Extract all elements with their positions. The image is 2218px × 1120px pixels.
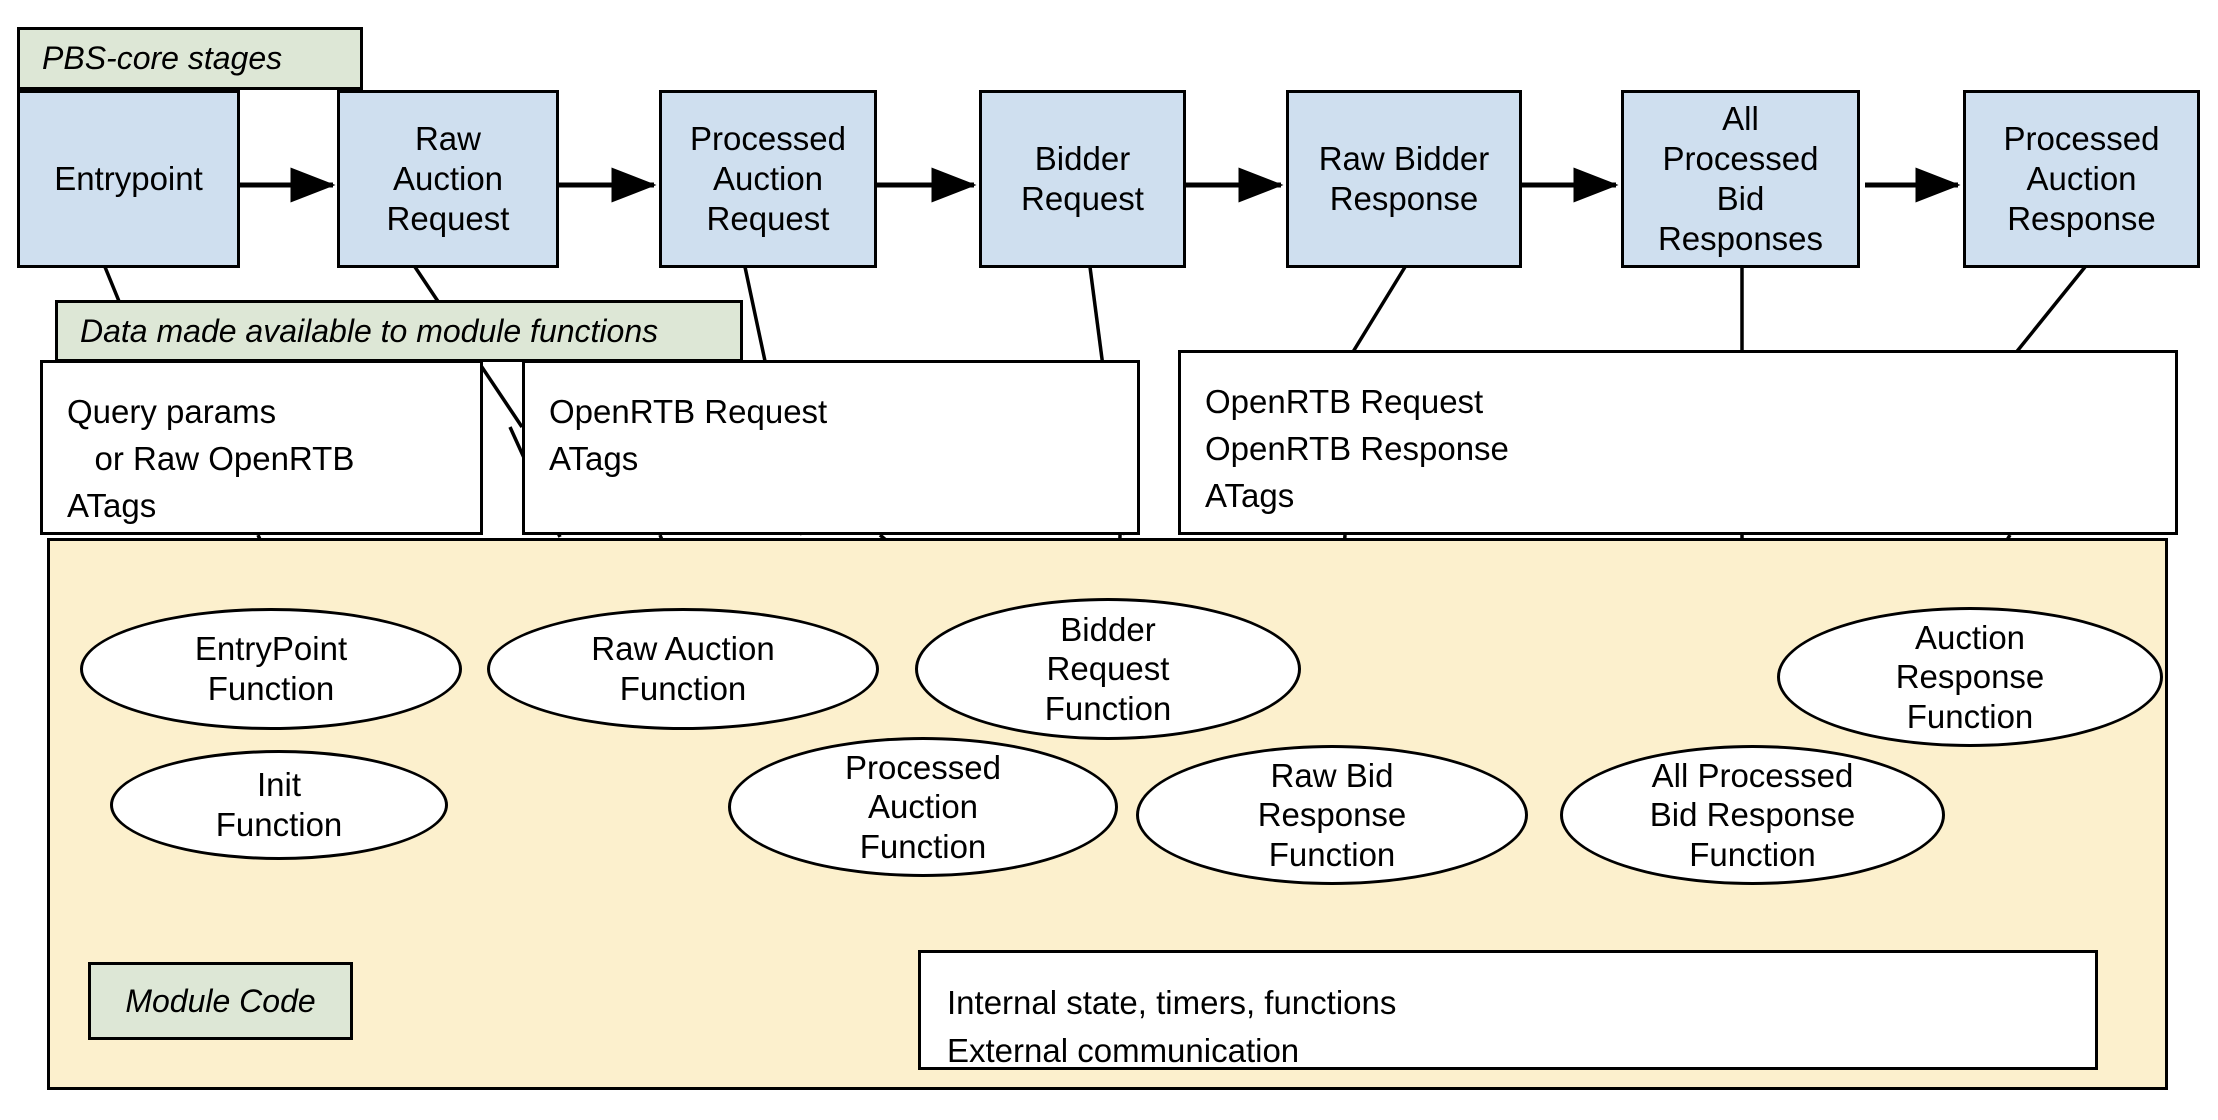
stage-processed-auction-request[interactable]: Processed Auction Request [659,90,877,268]
function-processed-auction[interactable]: Processed Auction Function [728,737,1118,877]
stage-entrypoint[interactable]: Entrypoint [17,90,240,268]
stage-all-processed-bid-responses[interactable]: All Processed Bid Responses [1621,90,1860,268]
legend-module-code: Module Code [88,962,353,1040]
function-entrypoint[interactable]: EntryPoint Function [80,608,462,730]
stage-raw-bidder-response[interactable]: Raw Bidder Response [1286,90,1522,268]
data-box-request: OpenRTB Request ATags [522,360,1140,535]
function-raw-bid-response[interactable]: Raw Bid Response Function [1136,745,1528,885]
legend-pbs-core-stages: PBS-core stages [17,27,363,90]
module-internal-note: Internal state, timers, functions Extern… [918,950,2098,1070]
data-box-response: OpenRTB Request OpenRTB Response ATags [1178,350,2178,535]
stage-raw-auction-request[interactable]: Raw Auction Request [337,90,559,268]
legend-data-available: Data made available to module functions [55,300,743,362]
function-raw-auction[interactable]: Raw Auction Function [487,608,879,730]
function-init[interactable]: Init Function [110,750,448,860]
function-auction-response[interactable]: Auction Response Function [1777,607,2163,747]
function-bidder-request[interactable]: Bidder Request Function [915,598,1301,740]
function-all-processed-bid-response[interactable]: All Processed Bid Response Function [1560,745,1945,885]
stage-processed-auction-response[interactable]: Processed Auction Response [1963,90,2200,268]
data-box-entrypoint: Query params or Raw OpenRTB ATags [40,360,483,535]
stage-bidder-request[interactable]: Bidder Request [979,90,1186,268]
